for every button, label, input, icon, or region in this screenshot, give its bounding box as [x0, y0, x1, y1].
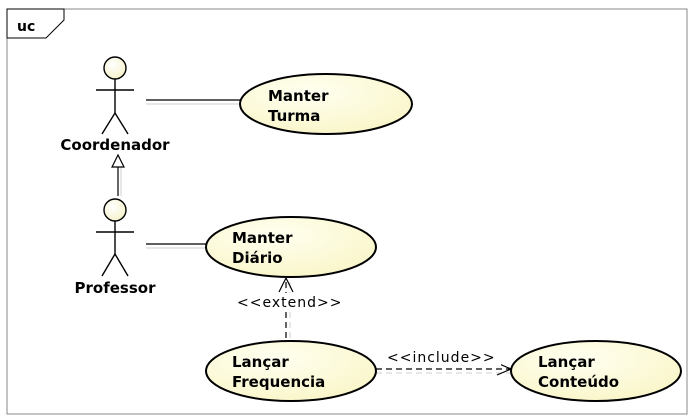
actor-coordenador[interactable]: Coordenador [60, 56, 170, 154]
use-case-lancar-frequencia-line2: Frequencia [232, 373, 325, 391]
use-case-lancar-conteudo-line2: Conteúdo [538, 373, 619, 391]
use-case-manter-diario-line2: Diário [232, 249, 283, 267]
stick-figure-icon [96, 198, 134, 277]
extend-dependency: <<extend>> [233, 276, 345, 342]
use-case-lancar-frequencia[interactable]: Lançar Frequencia [205, 340, 377, 402]
use-case-manter-turma-line2: Turma [268, 107, 320, 125]
generalization-arrow [111, 153, 125, 196]
extend-label: <<extend>> [237, 295, 342, 311]
actor-label-professor: Professor [75, 279, 157, 297]
stick-figure-icon [96, 56, 134, 135]
include-label: <<include>> [387, 350, 496, 366]
use-case-manter-turma[interactable]: Manter Turma [239, 73, 413, 135]
frame-label: uc [17, 19, 35, 35]
use-case-manter-turma-line1: Manter [268, 87, 329, 105]
use-case-manter-diario-line1: Manter [232, 229, 293, 247]
actor-professor[interactable]: Professor [75, 198, 157, 297]
diagram-frame: uc [6, 8, 688, 415]
use-case-lancar-conteudo-line1: Lançar [538, 353, 595, 371]
include-dependency: <<include>> [376, 350, 513, 376]
association-lines [146, 99, 240, 249]
use-case-lancar-conteudo[interactable]: Lançar Conteúdo [510, 340, 682, 402]
actor-label-coordenador: Coordenador [60, 136, 170, 154]
use-case-manter-diario[interactable]: Manter Diário [205, 216, 377, 278]
use-case-lancar-frequencia-line1: Lançar [232, 353, 289, 371]
